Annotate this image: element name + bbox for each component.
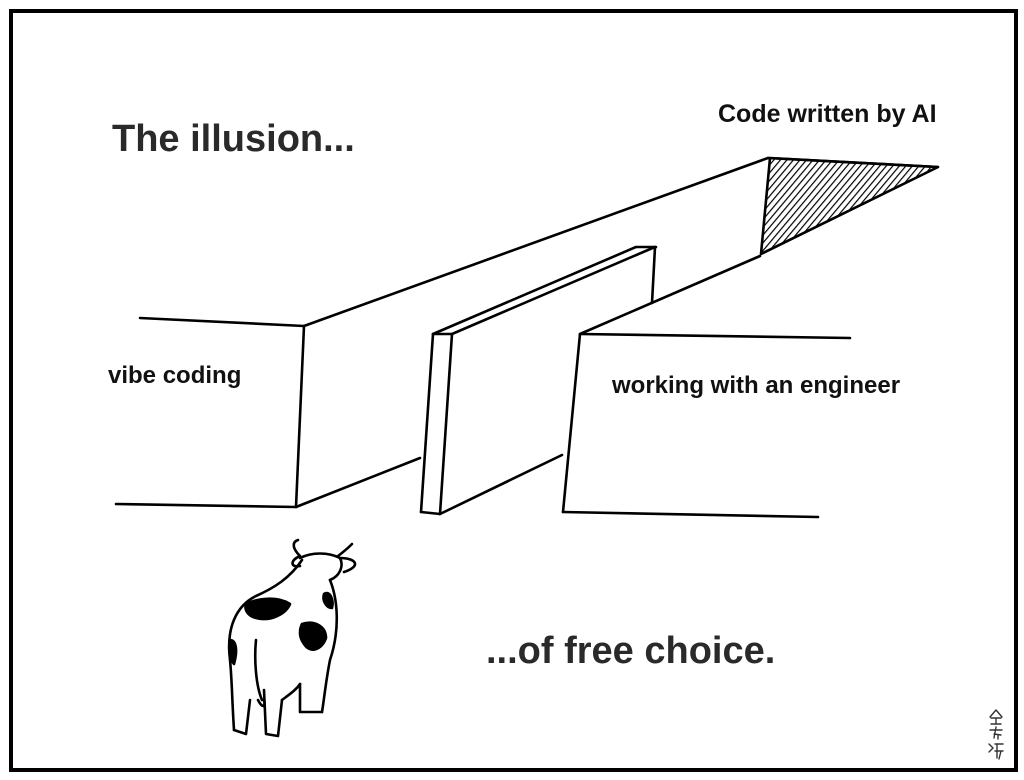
middle-wall [419, 245, 658, 516]
label-vibe-coding-path: vibe coding [108, 362, 242, 389]
artist-seal-icon [988, 709, 1004, 760]
panel-border [9, 9, 1018, 772]
caption-free-choice: ...of free choice. [486, 630, 776, 672]
far-opening [759, 156, 940, 256]
left-wall [114, 156, 770, 509]
label-ai-code-path: Code written by AI [718, 100, 937, 128]
label-engineer-path: working with an engineer [612, 372, 901, 399]
right-wall [561, 254, 852, 519]
caption-illusion: The illusion... [112, 118, 355, 160]
cow-icon [227, 538, 357, 738]
